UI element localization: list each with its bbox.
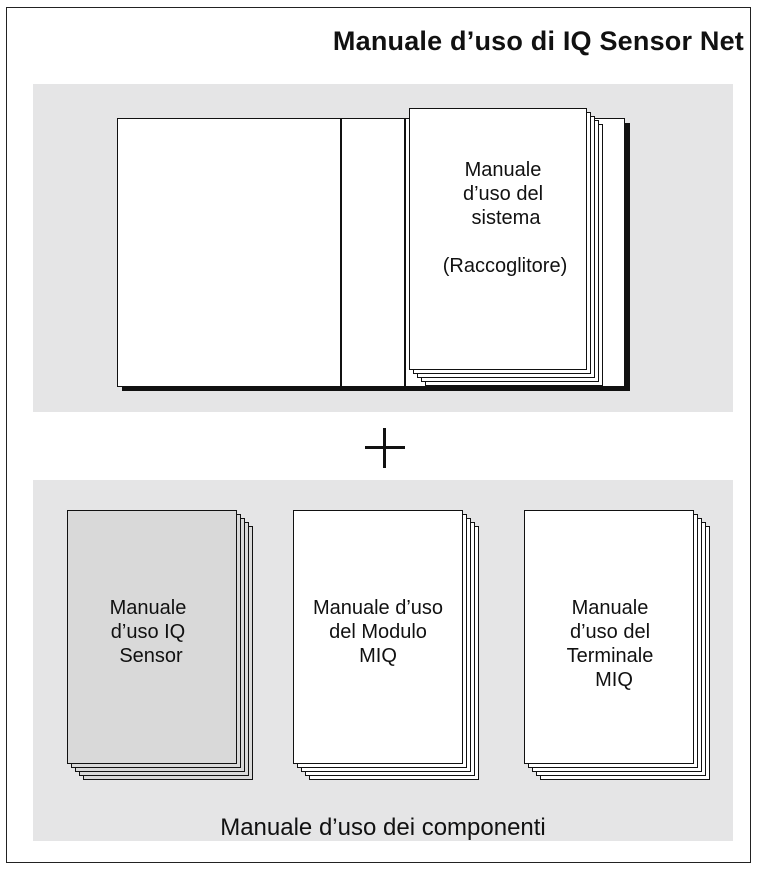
system-manual-line-5: (Raccoglitore) (442, 255, 568, 277)
miq-module-manual-sheet-1 (293, 510, 463, 764)
miq-module-manual-label: Manuale d’uso del Modulo MIQ (293, 596, 463, 668)
binder-spine (341, 118, 405, 387)
miq-module-line-1: Manuale d’uso (312, 597, 444, 619)
figure-title: Manuale d’uso di IQ Sensor Net (332, 26, 744, 56)
iq-sensor-line-1: Manuale (109, 597, 187, 619)
iq-sensor-manual-label: Manuale d’uso IQ Sensor (78, 596, 218, 668)
system-manual-line-3: sistema (471, 207, 541, 229)
system-manual-line-4 (410, 230, 596, 254)
iq-sensor-line-3: Sensor (119, 645, 183, 667)
miq-terminal-line-2: d’uso del (569, 621, 651, 643)
iq-sensor-manual-sheet-1 (67, 510, 237, 764)
iq-sensor-line-2: d’uso IQ (110, 621, 186, 643)
system-manual-sheet-1 (409, 108, 587, 370)
miq-terminal-line-3: Terminale (566, 645, 654, 667)
system-manual-label: Manuale d’uso del sistema (Raccoglitore) (410, 158, 596, 278)
system-manual-line-1: Manuale (464, 159, 542, 181)
miq-terminal-line-4: MIQ (595, 669, 633, 691)
plus-symbol (365, 428, 405, 468)
binder-left-cover (117, 118, 341, 387)
miq-module-line-2: del Modulo (329, 621, 427, 643)
system-manual-line-2: d’uso del (462, 183, 544, 205)
miq-terminal-line-1: Manuale (571, 597, 649, 619)
components-caption: Manuale d’uso dei componenti (220, 814, 546, 841)
miq-terminal-manual-label: Manuale d’uso del Terminale MIQ (540, 596, 680, 692)
miq-terminal-manual-sheet-1 (524, 510, 694, 764)
miq-module-line-3: MIQ (359, 645, 397, 667)
